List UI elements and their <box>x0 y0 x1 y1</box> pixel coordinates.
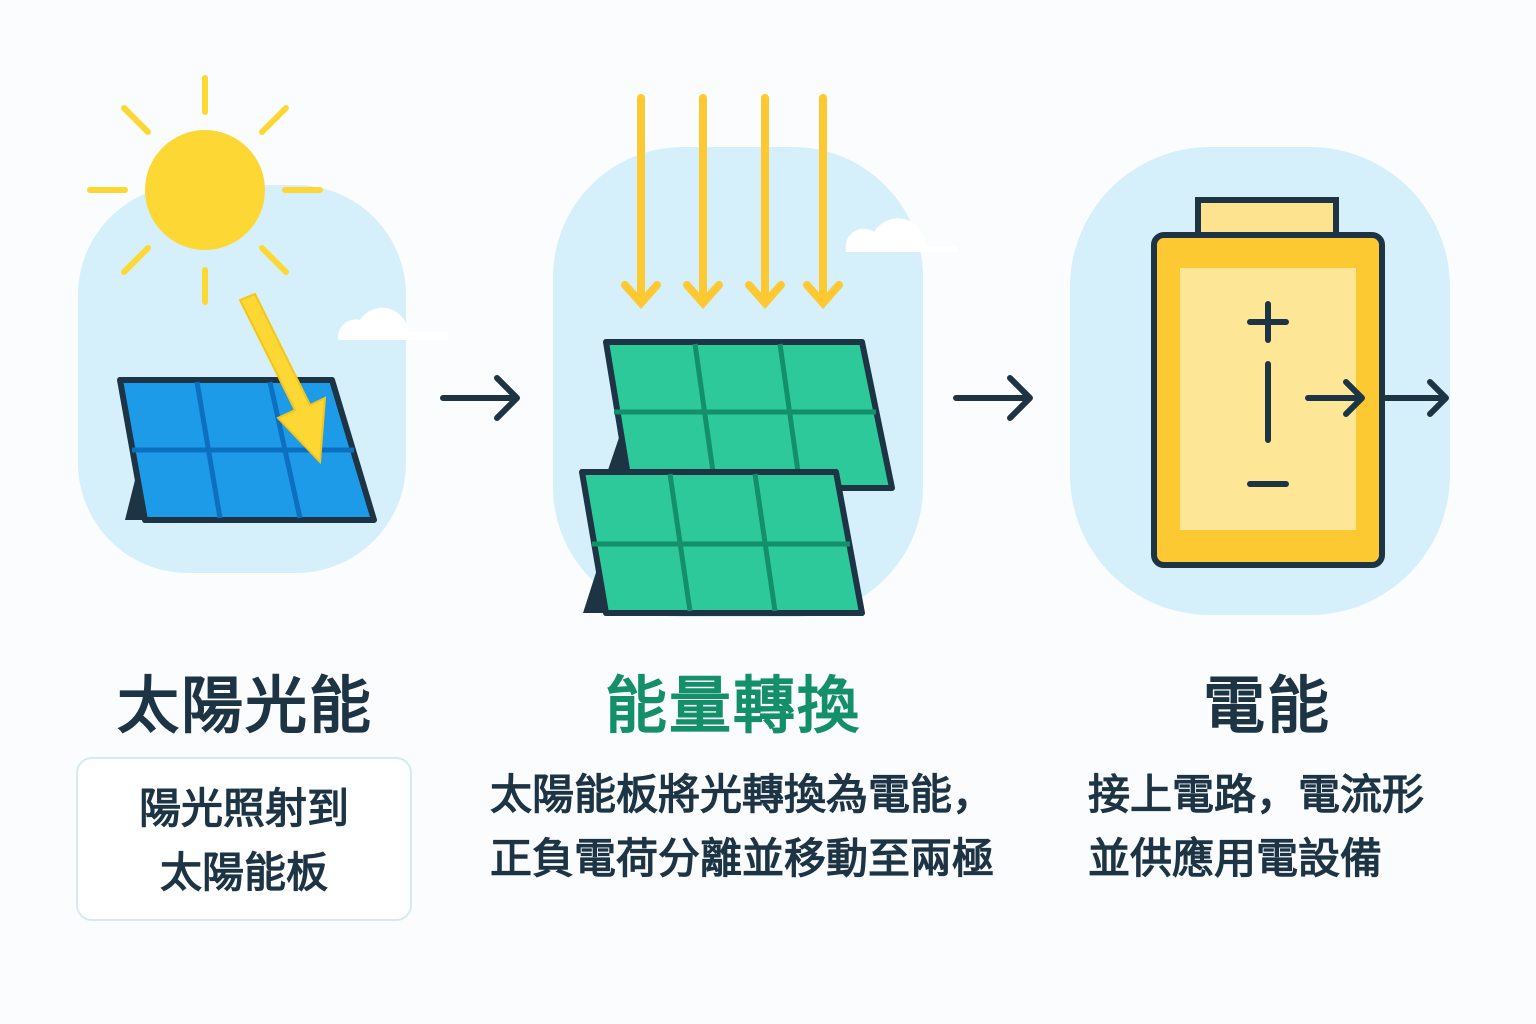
sunlight-arrows <box>621 94 843 310</box>
current-arrows <box>1305 379 1449 417</box>
sunlight-arrow <box>238 292 327 465</box>
step1-title: 太陽光能 <box>116 669 373 742</box>
solar-energy-illustration <box>78 75 448 573</box>
step3-desc-line: 接上電路，電流形 <box>1088 770 1425 819</box>
step3-description: 接上電路，電流形 並供應用電設備 <box>1088 763 1424 891</box>
solar-panel-green-front <box>579 469 865 616</box>
step1-desc-line: 陽光照射到 <box>138 784 349 833</box>
plus-icon <box>1247 301 1289 343</box>
step2-desc-line: 太陽能板將光轉換為電能， <box>490 770 995 819</box>
sun-icon <box>87 75 323 305</box>
step2-title: 能量轉換 <box>604 669 861 742</box>
step2-description: 太陽能板將光轉換為電能， 正負電荷分離並移動至兩極 <box>490 763 994 891</box>
step3-title: 電能 <box>1202 669 1331 742</box>
step1-desc-line: 太陽能板 <box>159 848 328 897</box>
electricity-illustration <box>1070 147 1450 615</box>
cloud-icon <box>845 218 958 252</box>
solar-panel-green-back <box>603 339 895 491</box>
step2-desc-line: 正負電荷分離並移動至兩極 <box>490 834 995 883</box>
solar-panel-blue <box>117 377 377 523</box>
step1-description-box: 陽光照射到 太陽能板 <box>76 757 412 921</box>
energy-conversion-illustration <box>553 94 958 617</box>
illustrations <box>78 75 1450 617</box>
step3-desc-line: 並供應用電設備 <box>1088 834 1383 883</box>
arrow-right-icon <box>440 375 1033 421</box>
cloud-icon <box>337 307 448 340</box>
